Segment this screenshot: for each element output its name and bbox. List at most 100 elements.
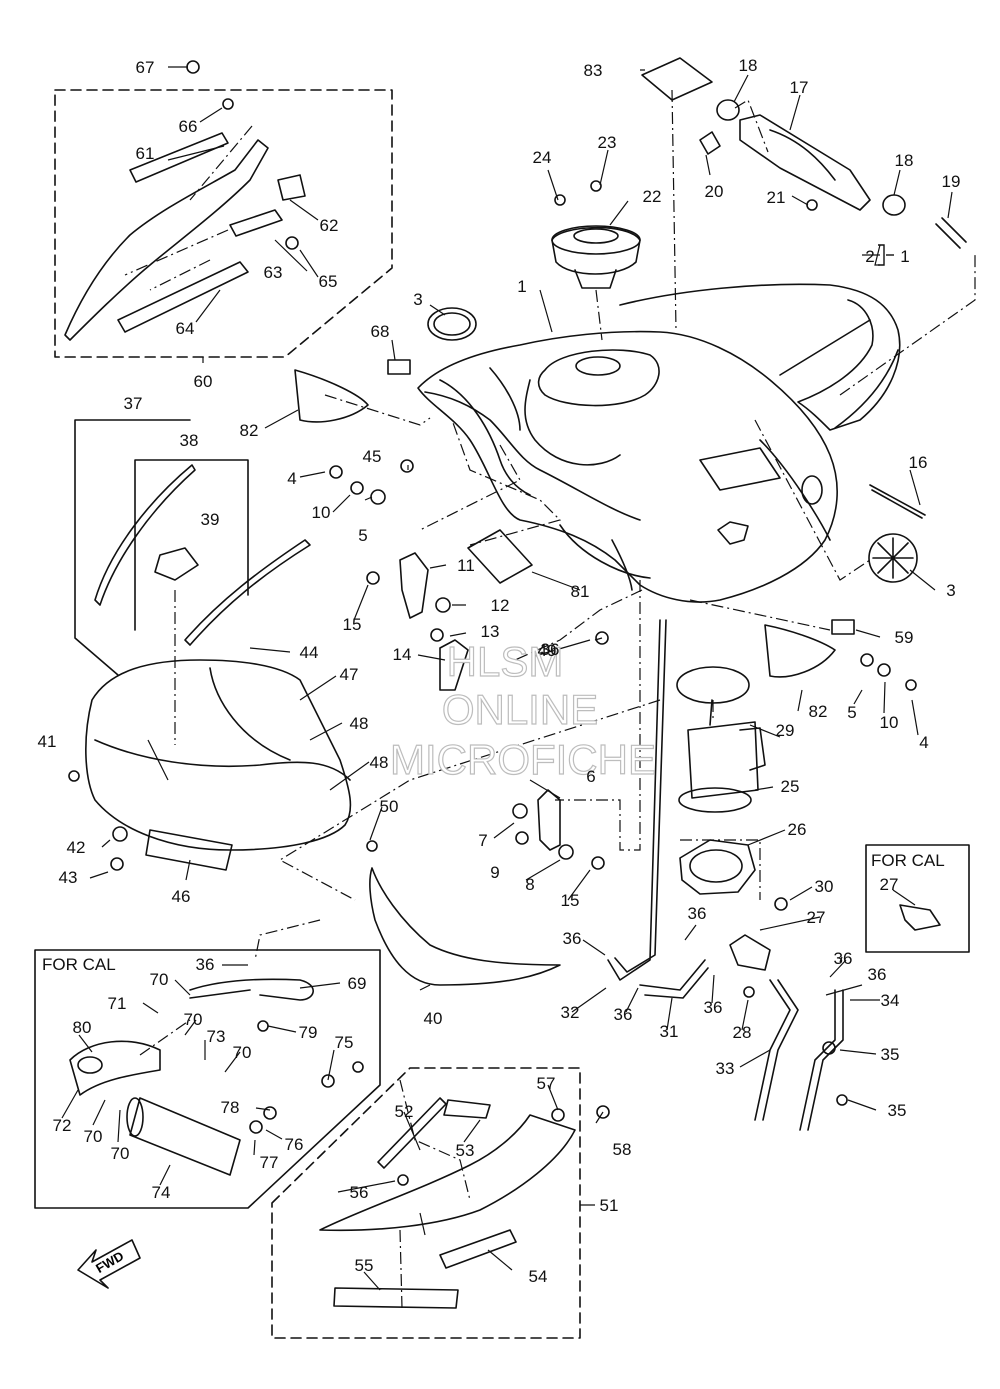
callout-68: 68: [371, 322, 390, 341]
callout-60: 60: [194, 372, 213, 391]
callout-82: 82: [240, 421, 259, 440]
callout-1: 1: [517, 277, 526, 296]
seal-3-top: [427, 307, 477, 341]
for-cal-large-title: FOR CAL: [42, 955, 116, 974]
callout-42: 42: [67, 838, 86, 857]
bracket-14: [439, 639, 469, 691]
strip-38: [94, 464, 196, 606]
callout-57: 57: [537, 1074, 556, 1093]
callout-21: 21: [767, 188, 786, 207]
callout-67: 67: [136, 58, 155, 77]
callout-10: 10: [312, 503, 331, 522]
callout-16: 16: [909, 453, 928, 472]
watermark-line3: MICROFICHE: [390, 736, 656, 783]
callout-77: 77: [260, 1153, 279, 1172]
plate-26: [679, 839, 756, 895]
callout-26: 26: [788, 820, 807, 839]
callout-3: 3: [946, 581, 955, 600]
dash-dot-lines: [124, 89, 976, 1309]
callout-36: 36: [196, 955, 215, 974]
callout-22: 22: [643, 187, 662, 206]
bracket-6: [537, 789, 561, 851]
callout-46: 46: [172, 887, 191, 906]
callout-6: 6: [586, 767, 595, 786]
callout-31: 31: [660, 1022, 679, 1041]
callout-63: 63: [264, 263, 283, 282]
callout-35: 35: [881, 1045, 900, 1064]
canister-74: [126, 1097, 241, 1176]
callout-23: 23: [598, 133, 617, 152]
callout-73: 73: [207, 1027, 226, 1046]
callout-13: 13: [481, 622, 500, 641]
callout-45: 45: [363, 447, 382, 466]
shield-82-right: [764, 624, 836, 678]
callout-10: 10: [880, 713, 899, 732]
callout-30: 30: [815, 877, 834, 896]
callout-70: 70: [111, 1144, 130, 1163]
callout-70: 70: [233, 1043, 252, 1062]
callout-19: 19: [942, 172, 961, 191]
callout-70: 70: [150, 970, 169, 989]
callout-48: 48: [370, 753, 389, 772]
hose-69: [189, 978, 314, 1001]
callout-79: 79: [299, 1023, 318, 1042]
bracket-11: [399, 552, 429, 619]
callout-83: 83: [584, 61, 603, 80]
callout-4: 4: [287, 469, 296, 488]
shield-82-left: [294, 369, 369, 423]
callout-29: 29: [776, 721, 795, 740]
callout-59: 59: [895, 628, 914, 647]
grommet-3-right: [868, 533, 918, 583]
callout-39: 39: [201, 510, 220, 529]
dashed-box-51: [271, 1067, 581, 1339]
callout-75: 75: [335, 1033, 354, 1052]
side-cover-60: [64, 139, 269, 341]
callout-66: 66: [179, 117, 198, 136]
hose-32: [607, 619, 667, 981]
hose-31: [639, 959, 709, 999]
callout-72: 72: [53, 1116, 72, 1135]
callout-36: 36: [834, 949, 853, 968]
callout-15: 15: [561, 891, 580, 910]
callout-36: 36: [868, 965, 887, 984]
callout-49: 49: [538, 641, 557, 660]
watermark-line2: ONLINE: [442, 686, 598, 733]
hose-34: [799, 989, 844, 1131]
callout-76: 76: [285, 1135, 304, 1154]
watermark-line1: HLSM: [447, 638, 564, 685]
callout-48: 48: [350, 714, 369, 733]
fuel-pump: [678, 699, 766, 813]
callout-65: 65: [319, 272, 338, 291]
callout-33: 33: [716, 1059, 735, 1078]
callout-14: 14: [393, 645, 412, 664]
fuel-cap: [551, 225, 641, 289]
bracket-17: [716, 99, 906, 216]
callout-38: 38: [180, 431, 199, 450]
callout-18: 18: [895, 151, 914, 170]
callout-5: 5: [847, 703, 856, 722]
bolt-16: [869, 484, 926, 519]
callout-11: 11: [457, 556, 475, 575]
callout-61: 61: [136, 144, 155, 163]
callout-15: 15: [343, 615, 362, 634]
callout-53: 53: [456, 1141, 475, 1160]
callout-24: 24: [533, 148, 552, 167]
fwd-arrow: [77, 1239, 141, 1289]
callout-56: 56: [350, 1183, 369, 1202]
hose-33: [754, 979, 799, 1121]
fwd-label: FWD: [93, 1248, 126, 1276]
leader-lines: [61, 66, 953, 1291]
cowl-40: [369, 867, 561, 986]
callout-28: 28: [733, 1023, 752, 1042]
callout-47: 47: [340, 665, 359, 684]
callout-7: 7: [478, 831, 487, 850]
callout-40: 40: [424, 1009, 443, 1028]
callout-74: 74: [152, 1183, 171, 1202]
callout-1: 1: [900, 247, 909, 266]
callout-3: 3: [413, 290, 422, 309]
callout-71: 71: [108, 994, 127, 1013]
gasket-29: [676, 666, 750, 704]
front-cowl: [85, 659, 352, 851]
callout-64: 64: [176, 319, 195, 338]
bracket-37: [74, 419, 191, 676]
